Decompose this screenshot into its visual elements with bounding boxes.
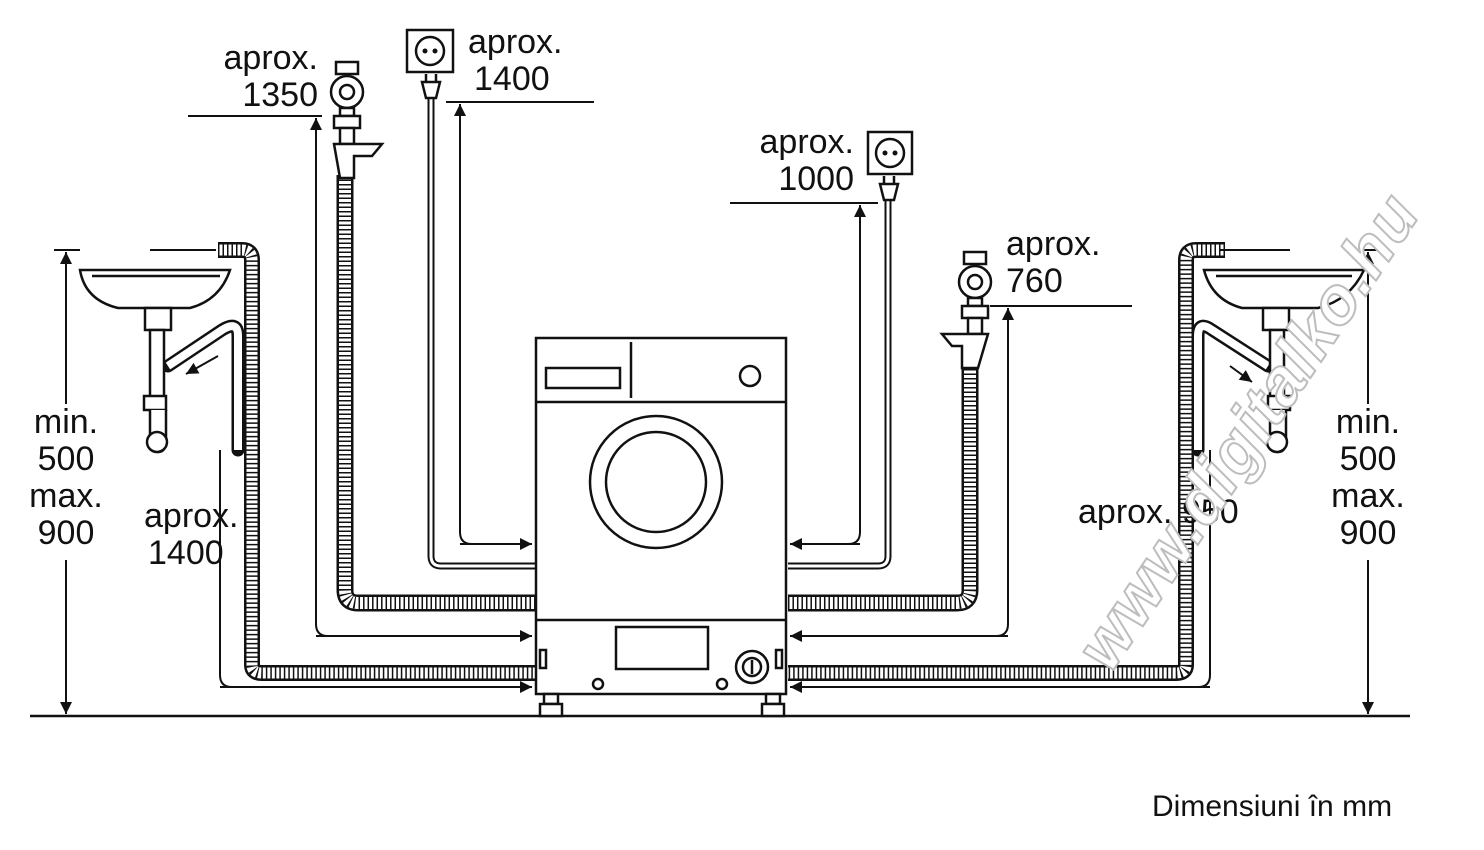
inlet-hose-right	[788, 360, 979, 612]
power-cable-left-inner	[429, 96, 535, 568]
plug-left	[420, 74, 442, 100]
socket-left-label-line1: aprox.	[468, 23, 563, 61]
height-right-min-text: min.	[1335, 403, 1401, 441]
tap-right-label-line1: aprox.	[1006, 225, 1101, 263]
tap-left-label: aprox. 1350	[190, 39, 319, 114]
socket-left-label-line2: 1400	[474, 60, 550, 98]
sink-arrow-right	[1229, 365, 1253, 383]
tap-left-label-line2: 1350	[242, 76, 318, 114]
height-left-min-value: 500	[37, 440, 95, 478]
socket-left	[405, 28, 455, 74]
drain-hose-right	[788, 242, 1275, 681]
height-right-max-value: 900	[1339, 514, 1397, 552]
power-cable-left	[427, 96, 535, 570]
height-left-min-text: min.	[33, 403, 99, 441]
hose-left-label: aprox. 1400	[144, 498, 239, 572]
sink-left	[78, 268, 232, 454]
hose-left-label-line2: 1400	[148, 534, 224, 572]
drain-hose-left	[161, 242, 535, 681]
height-right-max-text: max.	[1331, 477, 1405, 515]
socket-left-pin-a	[422, 48, 428, 54]
washing-machine	[534, 336, 788, 718]
tap-left-label-line1: aprox.	[223, 39, 319, 77]
height-left-label: min. 500 max. 900	[18, 404, 114, 552]
height-left-max-text: max.	[29, 477, 103, 515]
socket-right-label-line2: 1000	[778, 160, 854, 198]
socket-right	[866, 130, 914, 176]
water-tap-left	[329, 60, 385, 180]
dimension-lines	[54, 101, 1382, 714]
tap-right-label: aprox. 760	[1006, 226, 1101, 300]
water-tap-right	[939, 250, 993, 370]
socket-right-label-line1: aprox.	[759, 123, 855, 161]
socket-right-label: aprox. 1000	[720, 123, 855, 198]
sink-arrow-left	[185, 355, 219, 375]
power-cable-right-inner	[788, 196, 890, 568]
sink-right	[1202, 268, 1366, 454]
inlet-hose-left	[336, 175, 535, 612]
socket-left-pin-b	[432, 48, 438, 54]
power-cable-right	[788, 196, 892, 570]
height-left-max-value: 900	[37, 514, 95, 552]
hose-right-label: aprox. 950	[1078, 493, 1239, 531]
height-right-label: min. 500 max. 900	[1320, 404, 1416, 552]
socket-left-label: aprox. 1400	[468, 24, 563, 98]
footer-note: Dimensiuni în mm	[1152, 790, 1393, 823]
plug-right	[878, 176, 900, 202]
tap-right-label-line2: 760	[1006, 262, 1063, 300]
hose-left-label-line1: aprox.	[144, 497, 239, 535]
height-right-min-value: 500	[1339, 440, 1397, 478]
socket-right-pin-a	[882, 150, 888, 156]
socket-right-pin-b	[892, 150, 898, 156]
